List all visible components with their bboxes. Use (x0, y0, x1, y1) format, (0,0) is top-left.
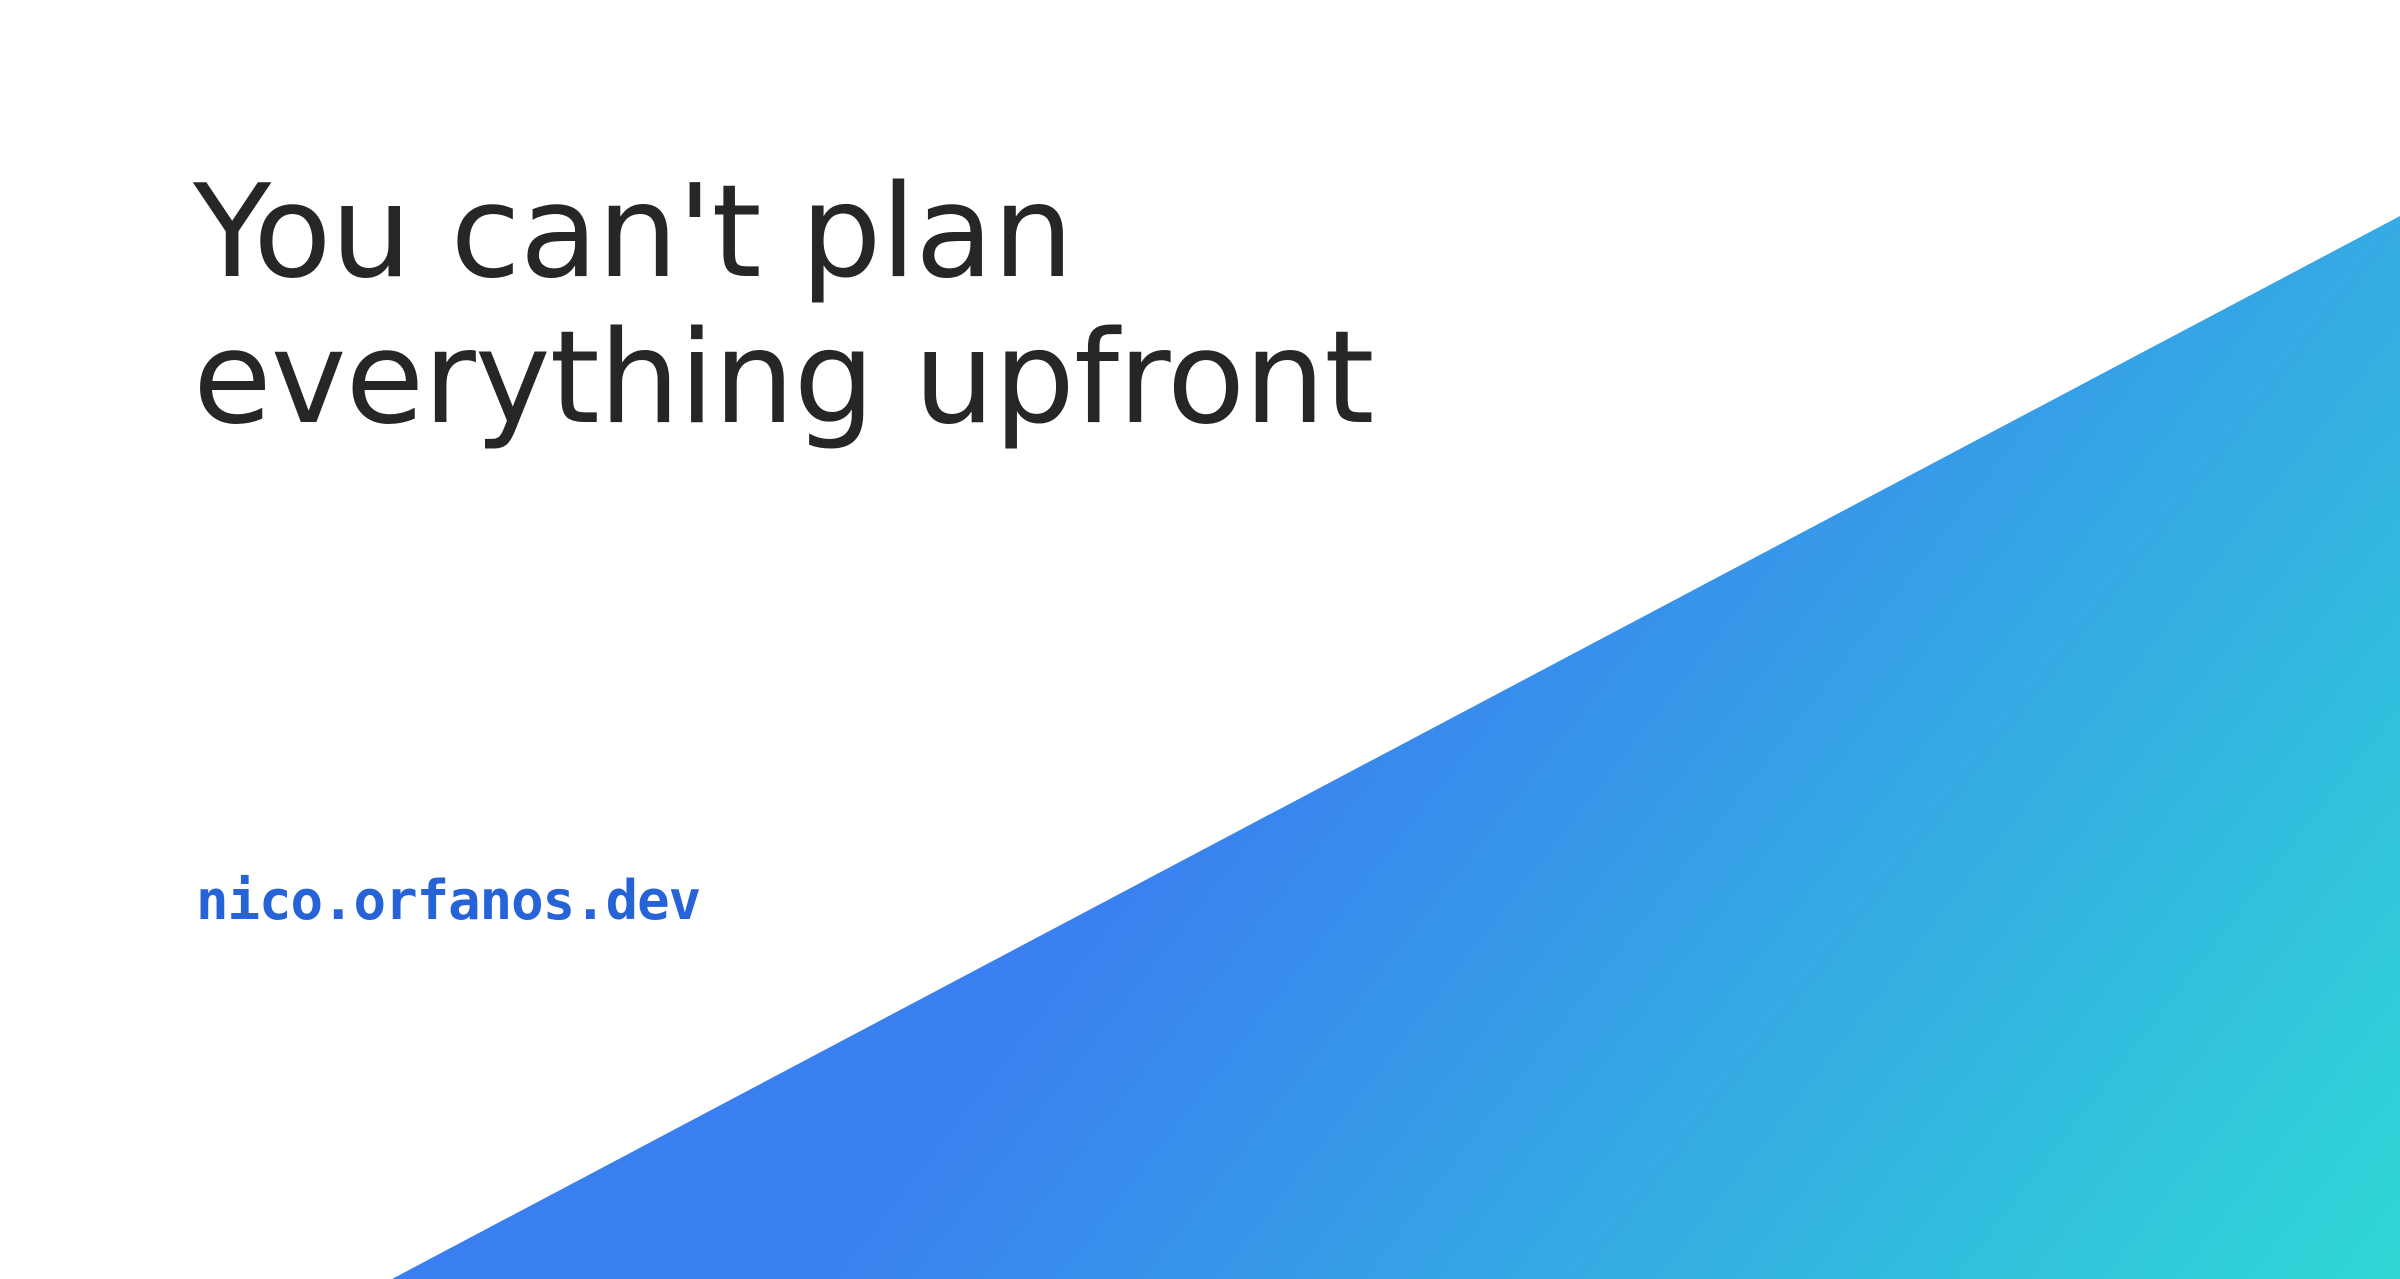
page-title: You can't plan everything upfront (193, 160, 1593, 452)
site-url-link[interactable]: nico.orfanos.dev (196, 869, 701, 932)
title-line-2: everything upfront (193, 304, 1374, 453)
title-line-1: You can't plan (193, 158, 1074, 307)
